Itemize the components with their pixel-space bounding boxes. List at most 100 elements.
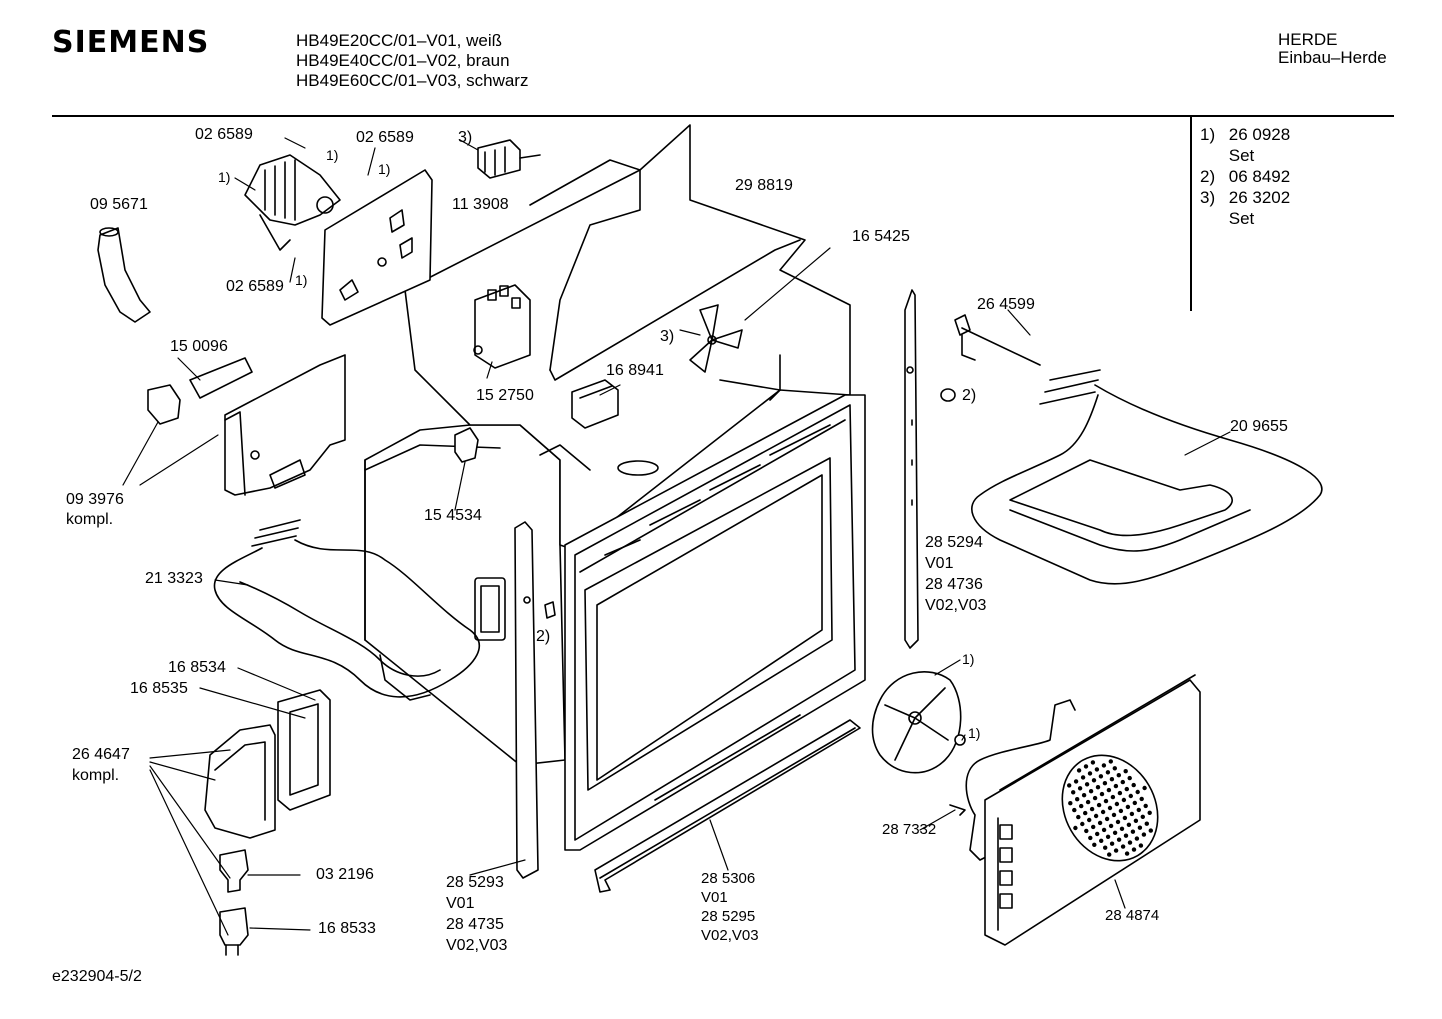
grille-hole [1097, 820, 1103, 826]
part-note: kompl. [66, 511, 114, 528]
part-label: 15 4534 [424, 507, 482, 524]
part-label: 28 7332 [882, 821, 937, 838]
part-variant: V01 [446, 895, 475, 912]
part-footnote: 3) [458, 129, 473, 146]
grille-hole [1099, 791, 1105, 797]
grille-hole [1117, 790, 1123, 796]
oven-door [564, 394, 866, 851]
grille-hole [1120, 844, 1126, 849]
part-label: 26 4599 [977, 296, 1035, 313]
grille-hole [1108, 759, 1114, 764]
part-label: 16 8941 [606, 362, 664, 379]
fan-blade-icon [689, 304, 743, 373]
grille-hole [1079, 803, 1084, 809]
grille-hole [1090, 760, 1096, 765]
grille-hole [1099, 838, 1104, 843]
part-footnote: 1) [326, 147, 339, 163]
legend-key: 2) [1200, 167, 1216, 186]
grille-hole [1101, 763, 1107, 768]
grille-hole [1109, 777, 1115, 782]
header-divider [52, 115, 1394, 117]
wire-icon [949, 699, 1076, 861]
grille-hole [1113, 783, 1119, 789]
grille-hole [1080, 821, 1085, 827]
right-rail [904, 289, 919, 649]
grille-hole [1134, 836, 1140, 841]
plug-icon [940, 388, 956, 402]
grille-hole [1110, 794, 1116, 800]
switch-icon [477, 139, 541, 179]
grille-hole [1073, 779, 1079, 784]
set-legend: 1) 26 0928 Set 2) 06 8492 3) 26 3202 Set [1200, 124, 1290, 229]
legend-row: Set [1200, 208, 1290, 229]
grille-hole [1123, 833, 1129, 838]
legend-row: 2) 06 8492 [1200, 166, 1290, 187]
grille-hole [1100, 809, 1106, 815]
part-label: 09 5671 [90, 196, 148, 213]
grille-hole [1095, 831, 1100, 837]
grill-element-icon [971, 369, 1323, 585]
hose-icon [97, 227, 151, 323]
grille-hole [1088, 789, 1094, 794]
part-footnote: 1) [962, 651, 975, 667]
grille-hole [1130, 829, 1136, 834]
grille-hole [1113, 848, 1119, 853]
legend-row: 3) 26 3202 [1200, 187, 1290, 208]
part-label: 11 3908 [452, 196, 509, 213]
top-cover [404, 124, 851, 551]
grille-hole [1140, 814, 1146, 819]
grille-hole [1131, 782, 1136, 788]
part-label: 20 9655 [1230, 418, 1288, 435]
grille-hole [1089, 806, 1095, 812]
part-footnote: 2) [536, 628, 551, 645]
grille-hole [1121, 797, 1127, 803]
bulb-icon [219, 849, 249, 893]
switch-strip-icon [147, 357, 253, 425]
grille-hole [1096, 802, 1102, 808]
grille-hole [1125, 804, 1131, 810]
part-label: 02 6589 [226, 278, 284, 295]
grille-hole [1129, 811, 1135, 817]
grille-hole [1126, 822, 1132, 827]
lamp-cover-icon [204, 689, 331, 839]
legend-row: 1) 26 0928 [1200, 124, 1290, 145]
part-variant: V01 [925, 555, 954, 572]
grille-hole [1127, 840, 1133, 845]
model-line: HB49E40CC/01–V02, braun [296, 51, 510, 70]
legend-part: 26 3202 [1228, 188, 1291, 207]
grille-hole [1091, 824, 1096, 830]
part-label: 16 8533 [318, 920, 376, 937]
grille-hole [1127, 775, 1132, 781]
part-label: 09 3976 [66, 491, 124, 508]
legend-key: 1) [1200, 125, 1216, 144]
part-label: 16 8534 [168, 659, 226, 676]
grille-hole [1124, 851, 1130, 856]
grille-hole [1116, 773, 1122, 778]
lower-heater-icon [213, 519, 481, 698]
grille-hole [1093, 813, 1099, 819]
grille-hole [1094, 767, 1100, 772]
grille-hole [1106, 787, 1112, 793]
grille-hole [1143, 803, 1148, 809]
rear-fan-icon [871, 671, 962, 774]
grille-hole [1112, 766, 1118, 771]
grille-hole [1120, 779, 1126, 785]
part-variant: V02,V03 [925, 597, 987, 614]
grille-hole [1104, 816, 1110, 822]
grille-hole [1101, 827, 1107, 833]
grille-hole [1107, 852, 1112, 857]
part-footnote: 2) [962, 387, 977, 404]
part-label: 29 8819 [735, 177, 793, 194]
part-label: 21 3323 [145, 570, 203, 587]
socket-icon [219, 907, 249, 956]
part-label: 28 5306 [701, 870, 756, 887]
leader-lines [122, 137, 1231, 936]
grille-hole [1075, 797, 1080, 802]
grille-hole [1133, 818, 1139, 823]
grille-hole [1091, 778, 1097, 783]
grille-hole [1071, 790, 1076, 795]
part-label: 03 2196 [316, 866, 374, 883]
grille-hole [1139, 796, 1144, 802]
grille-hole [1112, 830, 1118, 835]
